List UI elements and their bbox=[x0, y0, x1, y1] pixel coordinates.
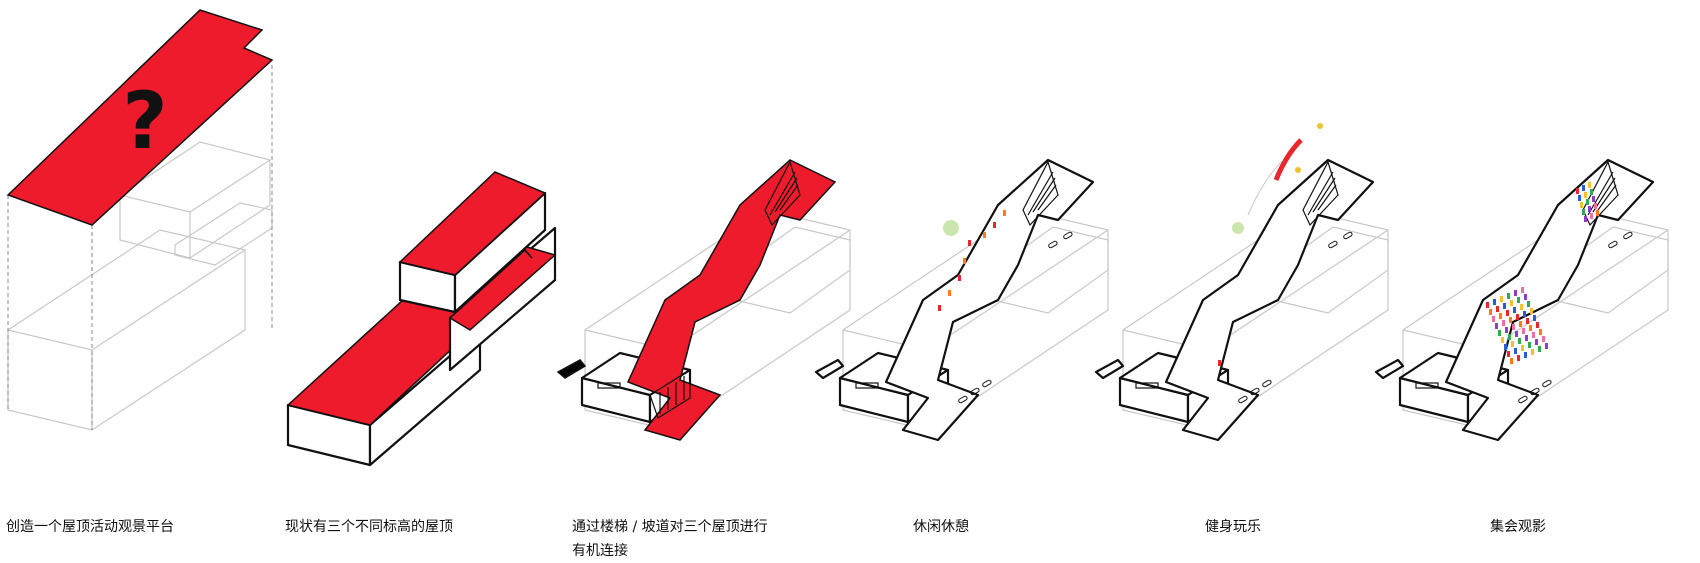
window bbox=[597, 382, 621, 389]
caption-line: 健身玩乐 bbox=[1205, 519, 1261, 535]
panel-1-question-roof: ? bbox=[6, 9, 274, 431]
panel-3-ramp-connection bbox=[556, 159, 851, 441]
ramp-roof bbox=[1444, 158, 1655, 442]
bench-markers bbox=[1518, 231, 1633, 404]
stair-hatching bbox=[649, 160, 801, 419]
bench-markers bbox=[958, 231, 1073, 404]
stair-hatching bbox=[1022, 160, 1059, 227]
caption-line: 创造一个屋顶活动观景平台 bbox=[6, 519, 174, 535]
stair-lead bbox=[1374, 358, 1405, 380]
people-figures bbox=[1218, 123, 1323, 366]
caption-line: 现状有三个不同标高的屋顶 bbox=[285, 519, 453, 535]
ramp-roof bbox=[1164, 158, 1375, 442]
panel-2-three-roofs bbox=[286, 171, 557, 467]
roof-high bbox=[398, 171, 547, 276]
floating-roof-slab bbox=[6, 9, 274, 226]
panel-4-leisure bbox=[814, 158, 1109, 442]
people-figures bbox=[1486, 182, 1599, 364]
stair-lead bbox=[814, 358, 845, 380]
ramp-roof bbox=[884, 158, 1095, 442]
stair-lead bbox=[1094, 358, 1125, 380]
caption-line: 通过楼梯 / 坡道对三个屋顶进行 bbox=[572, 519, 768, 535]
caption-step-4: 休闲休憩 bbox=[913, 515, 969, 539]
stair-lead bbox=[556, 359, 587, 379]
caption-step-2: 现状有三个不同标高的屋顶 bbox=[285, 515, 453, 539]
panel-6-gathering bbox=[1374, 158, 1669, 442]
question-mark-icon: ? bbox=[122, 77, 167, 167]
ramp-roof bbox=[626, 159, 837, 441]
panel-5-fitness bbox=[1094, 123, 1389, 442]
window bbox=[1415, 382, 1439, 389]
stair-hatching bbox=[1302, 160, 1339, 227]
people-figures bbox=[938, 210, 1006, 311]
caption-step-1: 创造一个屋顶活动观景平台 bbox=[6, 515, 174, 539]
caption-step-3: 通过楼梯 / 坡道对三个屋顶进行 有机连接 bbox=[572, 515, 768, 563]
caption-line: 集会观影 bbox=[1490, 519, 1546, 535]
caption-line: 有机连接 bbox=[572, 543, 628, 559]
window bbox=[855, 382, 879, 389]
window bbox=[1135, 382, 1159, 389]
caption-line: 休闲休憩 bbox=[913, 519, 969, 535]
caption-step-5: 健身玩乐 bbox=[1205, 515, 1261, 539]
bench-markers bbox=[1238, 231, 1353, 404]
caption-step-6: 集会观影 bbox=[1490, 515, 1546, 539]
